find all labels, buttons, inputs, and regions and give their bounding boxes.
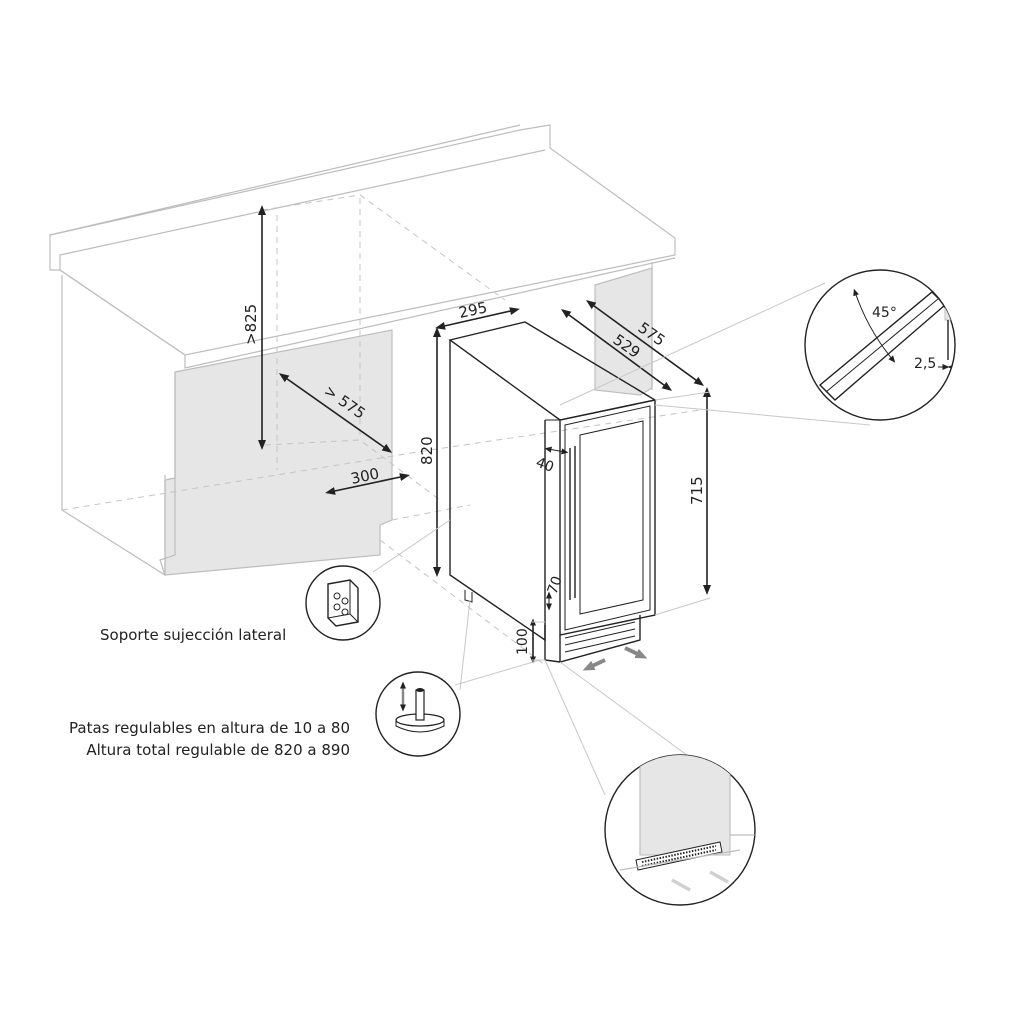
left-cabinet-side [61, 275, 176, 577]
dim-plinth-height: 100 [515, 628, 531, 655]
dim-niche-width: 300 [349, 464, 381, 488]
dim-unit-width: 295 [457, 298, 489, 322]
plinth-vent [564, 621, 636, 653]
dim-door-offset: 40 [534, 455, 556, 476]
detail-door-angle: 45° 2,5 [804, 269, 956, 421]
detail-plinth-vent [604, 754, 756, 906]
detail-side-bracket [305, 565, 381, 641]
detail-angle-label: 45° [872, 305, 897, 321]
cooler-side [449, 340, 546, 642]
cooler-door [559, 399, 656, 636]
left-cabinet-body [164, 329, 393, 576]
door-glass [579, 420, 644, 615]
airflow-arrows [582, 646, 648, 671]
caption-feet-line2: Altura total regulable de 820 a 890 [86, 741, 350, 759]
kitchen-counter [49, 124, 676, 577]
detail-gap-label: 2,5 [914, 356, 936, 372]
door-handle [569, 446, 576, 600]
detail-adjustable-foot [375, 671, 461, 757]
countertop-front-edge [59, 257, 676, 369]
caption-side-bracket: Soporte sujección lateral [100, 626, 286, 644]
dim-counter-height: >825 [242, 304, 260, 345]
dimension-lines [258, 205, 711, 664]
detail-leaders [372, 282, 871, 801]
dim-door-height: 715 [688, 476, 706, 505]
dim-plinth-recess: 70 [545, 574, 566, 596]
caption-feet-line1: Patas regulables en altura de 10 a 80 [69, 719, 350, 737]
dim-unit-height: 820 [418, 436, 436, 465]
niche-hidden-lines [61, 194, 701, 666]
backsplash [49, 124, 546, 270]
countertop-top [49, 124, 676, 356]
